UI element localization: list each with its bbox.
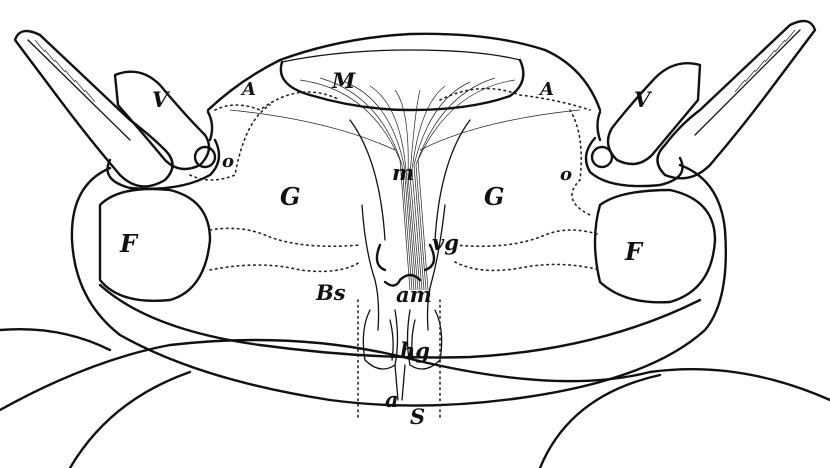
- right-antenna: [584, 19, 817, 188]
- labels: V V A A M o o G G m F F vg Bs am hg a S: [119, 68, 653, 429]
- label-vg: vg: [432, 230, 459, 255]
- label-F-right: F: [624, 237, 644, 266]
- label-V-left: V: [152, 87, 171, 112]
- label-F-left: F: [119, 229, 139, 258]
- label-A-left: A: [240, 79, 256, 100]
- label-am: am: [396, 282, 432, 307]
- label-G-right: G: [484, 182, 505, 211]
- muscle-fibres: [229, 77, 581, 291]
- head-capsule: [70, 163, 728, 407]
- label-G-left: G: [280, 182, 301, 211]
- label-M: M: [331, 68, 356, 93]
- label-Bs: Bs: [315, 280, 346, 305]
- label-o-right: o: [560, 164, 572, 185]
- label-m: m: [392, 160, 414, 185]
- label-a: a: [385, 387, 399, 412]
- left-antenna: [13, 29, 221, 190]
- vertex-ridge: [206, 32, 602, 112]
- label-o-left: o: [222, 151, 234, 172]
- label-hg: hg: [400, 338, 430, 363]
- brain-outline: [189, 87, 601, 273]
- label-A-right: A: [538, 79, 554, 100]
- central-structures: [357, 204, 446, 421]
- label-S: S: [410, 404, 425, 429]
- thorax-outline: [0, 327, 830, 468]
- compound-eyes: [98, 187, 717, 304]
- label-V-right: V: [634, 87, 653, 112]
